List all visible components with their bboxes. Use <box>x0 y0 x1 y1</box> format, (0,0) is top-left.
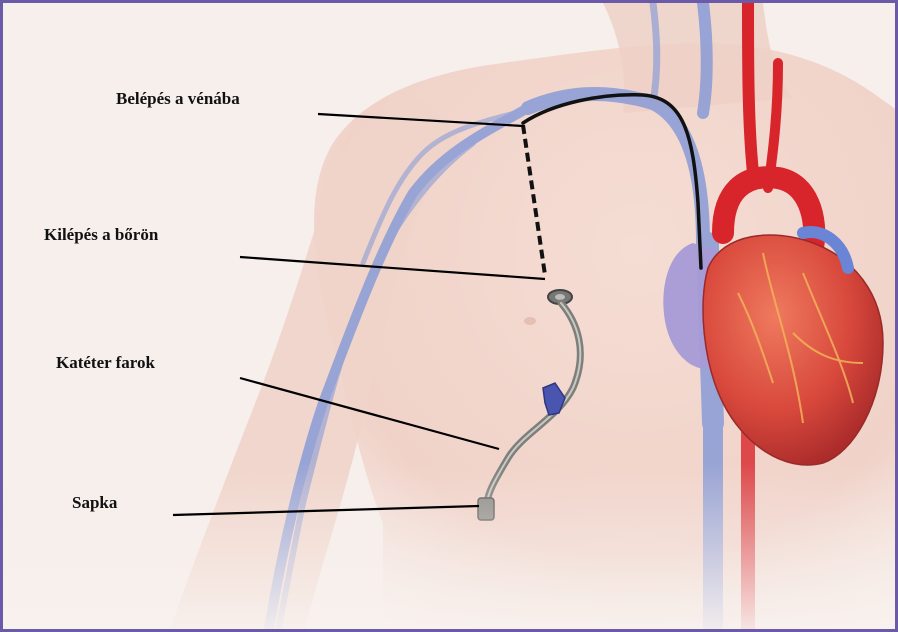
nipple-mark <box>524 317 536 325</box>
exit-site-inner <box>555 294 565 300</box>
bottom-fade <box>3 463 898 632</box>
label-cap: Sapka <box>72 493 117 513</box>
label-vein-entry: Belépés a vénába <box>116 89 240 109</box>
label-catheter-tail: Katéter farok <box>56 353 155 373</box>
label-skin-exit: Kilépés a bőrön <box>44 225 158 245</box>
